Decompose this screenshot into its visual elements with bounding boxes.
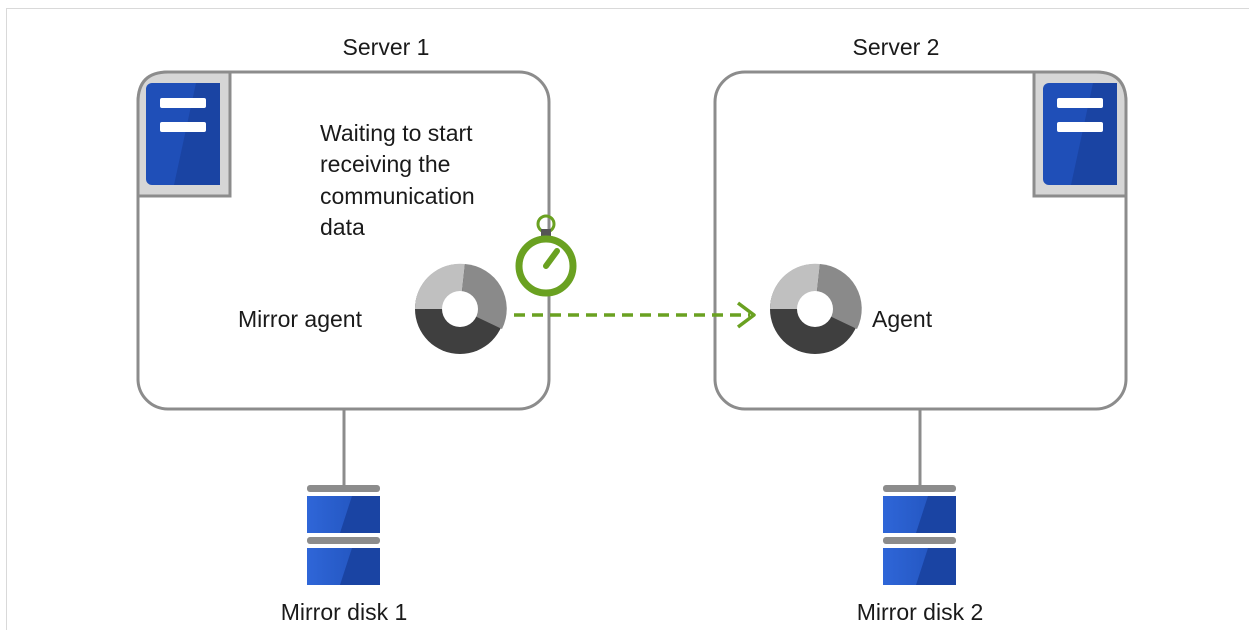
disk-stack-icon xyxy=(307,485,380,585)
server-icon xyxy=(1032,70,1128,198)
communication-arrow xyxy=(514,301,756,329)
status-line-4: data xyxy=(320,214,365,240)
server2-title: Server 2 xyxy=(853,34,940,60)
server2-node: Server 2 Agent xyxy=(713,34,1128,411)
process-wheel-icon xyxy=(769,263,862,354)
stopwatch-icon xyxy=(515,214,577,297)
server-icon xyxy=(136,70,232,198)
status-line-2: receiving the xyxy=(320,151,450,177)
server2-process-label: Agent xyxy=(872,306,933,332)
disk1-label: Mirror disk 1 xyxy=(281,599,408,625)
server1-node: Server 1 Waiting to start receiving the … xyxy=(136,34,551,411)
server1-title: Server 1 xyxy=(343,34,430,60)
server1-process-label: Mirror agent xyxy=(238,306,363,332)
process-wheel-icon xyxy=(414,263,507,354)
status-line-3: communication xyxy=(320,183,475,209)
diagram-frame xyxy=(6,8,1249,630)
status-line-1: Waiting to start xyxy=(320,120,473,146)
disk2-label: Mirror disk 2 xyxy=(857,599,984,625)
disk-stack-icon xyxy=(883,485,956,585)
